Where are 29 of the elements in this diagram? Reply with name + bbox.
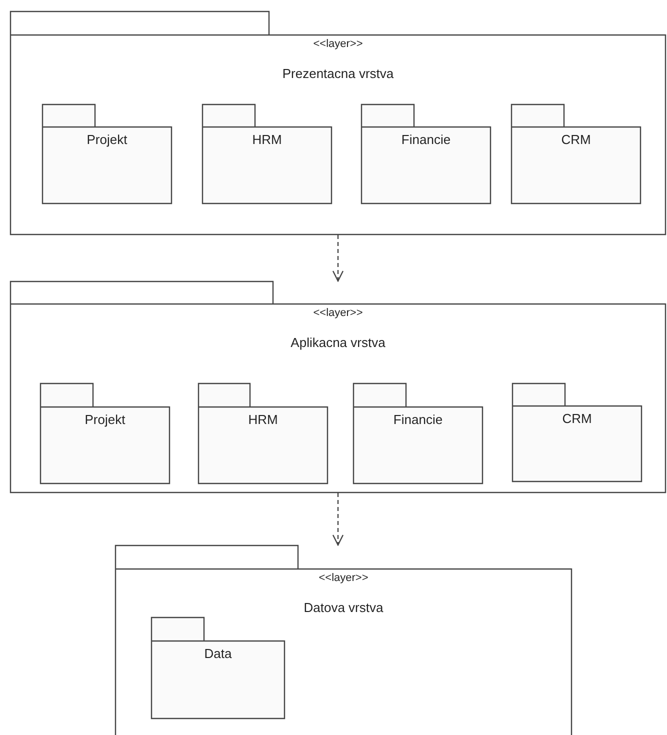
package — [511, 104, 641, 204]
package-name: Data — [204, 646, 232, 661]
package-name: CRM — [562, 411, 592, 426]
stereotype-label: <<layer>> — [313, 38, 363, 50]
package-name: Projekt — [84, 412, 126, 427]
package-name: CRM — [561, 132, 591, 147]
package-name: Projekt — [86, 132, 128, 147]
stereotype-label: <<layer>> — [313, 307, 363, 319]
package-name: Aplikacna vrstva — [290, 335, 386, 350]
stereotype-label: <<layer>> — [318, 572, 368, 584]
dependency-arrow — [332, 493, 344, 546]
layer-package — [10, 281, 666, 493]
package-name: Financie — [393, 412, 443, 427]
package — [353, 383, 483, 484]
package — [40, 383, 170, 484]
layer-package — [10, 11, 666, 235]
package-name: HRM — [252, 132, 282, 147]
package — [151, 617, 285, 719]
package-name: Datova vrstva — [304, 600, 384, 615]
package — [202, 104, 332, 204]
package — [361, 104, 491, 204]
package — [198, 383, 328, 484]
package-name: HRM — [248, 412, 278, 427]
layer-package — [115, 545, 572, 735]
package — [42, 104, 172, 204]
dependency-arrow — [332, 235, 344, 282]
package-name: Financie — [401, 132, 451, 147]
package-name: Prezentacna vrstva — [282, 66, 394, 81]
package — [512, 383, 642, 482]
